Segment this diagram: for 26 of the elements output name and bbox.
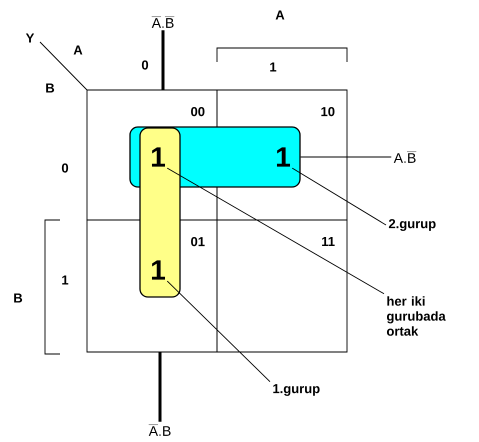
callout-text: her iki gurubada ortak (386, 296, 446, 336)
group-loop (139, 127, 181, 298)
leader-line (300, 156, 392, 158)
map-cell: 11 (216, 220, 348, 352)
term-label: $\mathrm{\overline{A}.B}$ (148, 424, 171, 436)
axis-label: B (46, 84, 54, 92)
leader-line (166, 168, 384, 294)
cell-value: 1 (276, 147, 290, 167)
axis-label: A (74, 46, 82, 54)
axis-label: B (14, 294, 22, 302)
leader-line (292, 168, 386, 226)
leader-line (166, 280, 270, 382)
leader-line (162, 30, 164, 90)
leader-line (158, 352, 162, 422)
axis-label: 1 (62, 276, 68, 284)
callout-text: 2.gurup (388, 219, 436, 231)
axis-label: 0 (142, 60, 148, 70)
callout-text: 1.gurup (273, 384, 320, 396)
cell-value: 1 (152, 147, 165, 167)
axis-label: 1 (270, 62, 276, 72)
term-label: $\mathrm{\overline{A}.\overline{B}}$ (152, 16, 174, 28)
cell-value: 1 (152, 260, 165, 280)
axis-label: A (276, 10, 284, 20)
axis-label: 0 (62, 163, 68, 173)
axis-label: Y (26, 34, 34, 42)
term-label: $\mathrm{A.\overline{B}}$ (394, 152, 416, 163)
